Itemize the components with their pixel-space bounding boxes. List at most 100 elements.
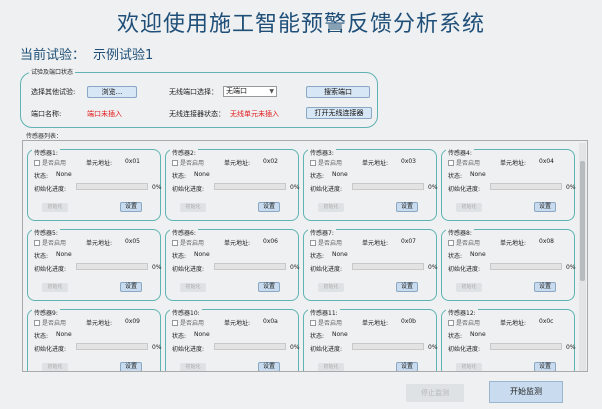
- checkbox-box[interactable]: [172, 319, 178, 326]
- init-button[interactable]: 初始化: [42, 283, 68, 292]
- checkbox-box[interactable]: [310, 159, 316, 166]
- start-monitoring-button[interactable]: 开始监测: [489, 381, 563, 403]
- unit-address-label: 单元地址:: [224, 240, 251, 247]
- enable-label: 是否启用: [456, 320, 481, 327]
- unit-address-value: 0x0a: [263, 318, 278, 325]
- init-button[interactable]: 初始化: [456, 203, 482, 212]
- status-label: 状态:: [448, 253, 463, 260]
- port-name-label: 端口名称:: [31, 110, 62, 118]
- enable-checkbox[interactable]: 是否启用: [448, 318, 480, 327]
- settings-button[interactable]: 设置: [120, 282, 142, 292]
- init-button[interactable]: 初始化: [180, 363, 206, 371]
- status-label: 状态:: [172, 173, 187, 180]
- settings-button[interactable]: 设置: [396, 362, 418, 371]
- status-label: 状态:: [448, 173, 463, 180]
- settings-button[interactable]: 设置: [258, 282, 280, 292]
- enable-checkbox[interactable]: 是否启用: [448, 238, 480, 247]
- enable-checkbox[interactable]: 是否启用: [34, 238, 66, 247]
- enable-checkbox[interactable]: 是否启用: [310, 238, 342, 247]
- browse-button[interactable]: 浏览...: [87, 86, 137, 98]
- settings-button[interactable]: 设置: [120, 202, 142, 212]
- init-progress-percent: 0%: [290, 184, 300, 191]
- init-progress-label: 初始化进度:: [310, 266, 343, 273]
- enable-checkbox[interactable]: 是否启用: [34, 158, 66, 167]
- checkbox-box[interactable]: [34, 319, 40, 326]
- enable-checkbox[interactable]: 是否启用: [310, 318, 342, 327]
- init-button[interactable]: 初始化: [456, 283, 482, 292]
- checkbox-box[interactable]: [172, 159, 178, 166]
- init-button[interactable]: 初始化: [318, 203, 344, 212]
- unit-address-value: 0x0b: [401, 318, 416, 325]
- checkbox-box[interactable]: [34, 239, 40, 246]
- open-wireless-button[interactable]: 打开无线连接器: [306, 107, 372, 119]
- settings-button[interactable]: 设置: [534, 282, 556, 292]
- unit-address-label: 单元地址:: [224, 320, 251, 327]
- unit-address-value: 0x08: [539, 238, 555, 245]
- init-button[interactable]: 初始化: [42, 363, 68, 371]
- enable-checkbox[interactable]: 是否启用: [310, 158, 342, 167]
- status-value: None: [56, 331, 72, 338]
- init-progress-label: 初始化进度:: [34, 346, 67, 353]
- settings-button[interactable]: 设置: [534, 362, 556, 371]
- settings-button[interactable]: 设置: [258, 202, 280, 212]
- init-button[interactable]: 初始化: [318, 283, 344, 292]
- stop-monitoring-button[interactable]: 停止监测: [406, 384, 464, 402]
- enable-label: 是否启用: [180, 240, 205, 247]
- init-button[interactable]: 初始化: [42, 203, 68, 212]
- status-label: 状态:: [34, 253, 49, 260]
- init-progress-label: 初始化进度:: [172, 346, 205, 353]
- sensor-name: 传感器12:: [446, 308, 478, 317]
- init-progress-percent: 0%: [428, 184, 438, 191]
- init-button[interactable]: 初始化: [180, 283, 206, 292]
- init-button[interactable]: 初始化: [318, 363, 344, 371]
- init-progress-label: 初始化进度:: [172, 266, 205, 273]
- checkbox-box[interactable]: [34, 159, 40, 166]
- settings-button[interactable]: 设置: [396, 282, 418, 292]
- init-button[interactable]: 初始化: [456, 363, 482, 371]
- unit-address-label: 单元地址:: [362, 320, 389, 327]
- init-button[interactable]: 初始化: [180, 203, 206, 212]
- scroll-thumb[interactable]: [580, 161, 585, 281]
- status-value: None: [194, 171, 210, 178]
- enable-checkbox[interactable]: 是否启用: [172, 318, 204, 327]
- checkbox-box[interactable]: [448, 319, 454, 326]
- group-title: 试验及端口状态: [29, 67, 76, 76]
- unit-address-label: 单元地址:: [500, 240, 527, 247]
- enable-checkbox[interactable]: 是否启用: [34, 318, 66, 327]
- checkbox-box[interactable]: [310, 239, 316, 246]
- init-progress-percent: 0%: [428, 264, 438, 271]
- settings-button[interactable]: 设置: [120, 362, 142, 371]
- search-port-button[interactable]: 搜索端口: [306, 86, 370, 98]
- status-value: None: [194, 331, 210, 338]
- init-progress-percent: 0%: [152, 264, 162, 271]
- checkbox-box[interactable]: [310, 319, 316, 326]
- status-value: None: [332, 331, 348, 338]
- init-progress-percent: 0%: [566, 184, 576, 191]
- enable-checkbox[interactable]: 是否启用: [172, 158, 204, 167]
- scrollbar[interactable]: [579, 143, 586, 371]
- checkbox-box[interactable]: [448, 159, 454, 166]
- checkbox-box[interactable]: [448, 239, 454, 246]
- unit-address-value: 0x05: [125, 238, 141, 245]
- sensor-name: 传感器7:: [308, 228, 336, 237]
- settings-button[interactable]: 设置: [258, 362, 280, 371]
- init-progress-label: 初始化进度:: [310, 346, 343, 353]
- status-label: 状态:: [310, 253, 325, 260]
- settings-button[interactable]: 设置: [534, 202, 556, 212]
- unit-address-value: 0x09: [125, 318, 141, 325]
- enable-label: 是否启用: [42, 240, 67, 247]
- init-progress-label: 初始化进度:: [34, 266, 67, 273]
- status-value: None: [194, 251, 210, 258]
- enable-checkbox[interactable]: 是否启用: [172, 238, 204, 247]
- unit-address-value: 0x04: [539, 158, 555, 165]
- enable-label: 是否启用: [318, 320, 343, 327]
- enable-checkbox[interactable]: 是否启用: [448, 158, 480, 167]
- checkbox-box[interactable]: [172, 239, 178, 246]
- wireless-port-select[interactable]: 无端口 ▼: [223, 86, 277, 97]
- enable-label: 是否启用: [42, 160, 67, 167]
- settings-button[interactable]: 设置: [396, 202, 418, 212]
- status-value: None: [332, 171, 348, 178]
